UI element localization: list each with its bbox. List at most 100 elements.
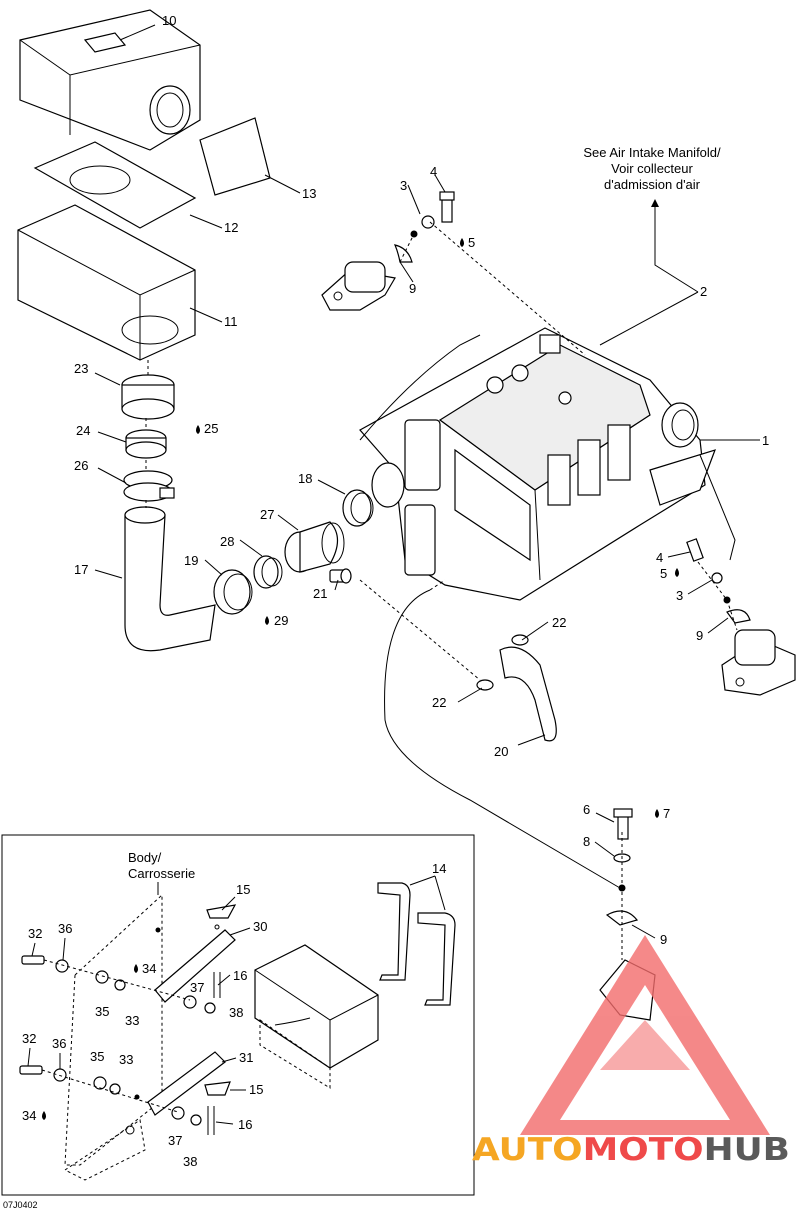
bullet-dot-icon (155, 927, 161, 933)
air-intake-note-line-3: d'admission d'air (604, 177, 701, 192)
callout-8: 8 (583, 834, 590, 849)
body-note-line-2: Carrosserie (128, 866, 195, 881)
drop-icon (134, 964, 138, 973)
coupling-ring (253, 555, 283, 589)
clamp-18 (342, 489, 374, 527)
watermark-text-hub: HUB (704, 1132, 790, 1168)
callout-25: 25 (204, 421, 218, 436)
air-silencer-cover (19, 9, 201, 151)
air-intake-note-line-2: Voir collecteur (611, 161, 693, 176)
callout-9: 9 (409, 281, 416, 296)
callout-37a: 37 (190, 980, 204, 995)
callout-35a: 35 (95, 1004, 109, 1019)
callout-11: 11 (224, 314, 238, 329)
callout-31: 31 (239, 1050, 253, 1065)
intake-hose (124, 506, 216, 652)
callout-13: 13 (302, 186, 316, 201)
callout-18: 18 (298, 471, 312, 486)
callout-32b: 32 (22, 1031, 36, 1046)
inset-bracket-upper (154, 904, 237, 1003)
drop-icon (42, 1111, 46, 1120)
intake-adapter (121, 374, 175, 420)
callout-4: 4 (430, 164, 437, 179)
callout-19: 19 (184, 553, 198, 568)
inset-frame (1, 834, 475, 1196)
callout-33b: 33 (119, 1052, 133, 1067)
watermark-logo (520, 935, 770, 1135)
callout-15b: 15 (249, 1082, 263, 1097)
callout-20: 20 (494, 744, 508, 759)
callout-34b: 34 (22, 1108, 36, 1123)
callout-32a: 32 (28, 926, 42, 941)
dashed-guides (145, 221, 738, 960)
drop-icon (265, 616, 269, 625)
callout-24: 24 (76, 423, 90, 438)
callout-23: 23 (74, 361, 88, 376)
callout-29: 29 (274, 613, 288, 628)
hose-clamp (213, 569, 253, 615)
callout-22b: 22 (432, 695, 446, 710)
air-silencer-gasket (33, 141, 197, 229)
drop-icon (655, 809, 659, 818)
callout-5b: 5 (660, 566, 667, 581)
bullet-dot-icon (134, 1094, 140, 1100)
callout-16b: 16 (238, 1117, 252, 1132)
callout-37b: 37 (168, 1133, 182, 1148)
callout-12: 12 (224, 220, 238, 235)
air-silencer-base (17, 204, 196, 361)
body-note: Body/ Carrosserie (128, 850, 195, 895)
callout-36b: 36 (52, 1036, 66, 1051)
callout-7: 7 (663, 806, 670, 821)
air-intake-note-line-1: See Air Intake Manifold/ (583, 145, 721, 160)
fitting (329, 568, 352, 584)
callout-14: 14 (432, 861, 446, 876)
water-hose (476, 634, 557, 742)
intake-ring (125, 429, 167, 459)
drop-icons (42, 238, 679, 1120)
callout-9c: 9 (660, 932, 667, 947)
callout-17: 17 (74, 562, 88, 577)
callout-3: 3 (400, 178, 407, 193)
body-note-line-1: Body/ (128, 850, 162, 865)
callout-27: 27 (260, 507, 274, 522)
callout-36a: 36 (58, 921, 72, 936)
watermark-triangle (520, 935, 770, 1135)
callout-10: 10 (162, 13, 176, 28)
inset-bracket-lower (147, 1051, 231, 1116)
image-code: 07J0402 (3, 1200, 38, 1210)
callout-2: 2 (700, 284, 707, 299)
air-silencer-flap (199, 117, 271, 196)
callout-16a: 16 (233, 968, 247, 983)
callout-33a: 33 (125, 1013, 139, 1028)
drop-icon (460, 238, 464, 247)
callout-30: 30 (253, 919, 267, 934)
callout-38a: 38 (229, 1005, 243, 1020)
callout-1: 1 (762, 433, 769, 448)
intake-clamp (123, 470, 175, 502)
inset-straps (377, 882, 456, 1006)
watermark-text-moto: MOTO (583, 1132, 704, 1168)
leader-lines (94, 24, 760, 939)
callout-3b: 3 (676, 588, 683, 603)
engine-mount-right (686, 538, 796, 696)
inset-body-panel (64, 893, 163, 1181)
throttle-coupler (284, 521, 345, 573)
callout-9b: 9 (696, 628, 703, 643)
callout-22a: 22 (552, 615, 566, 630)
inset-box (254, 944, 379, 1089)
callouts: 1 2 3 4 5 9 10 13 12 11 23 24 25 26 17 1… (22, 13, 769, 1169)
callout-5: 5 (468, 235, 475, 250)
inset-hardware (19, 927, 221, 1135)
callout-26: 26 (74, 458, 88, 473)
callout-34a: 34 (142, 961, 156, 976)
drop-icon (675, 568, 679, 577)
callout-15a: 15 (236, 882, 250, 897)
inset-leader-lines (27, 875, 446, 1125)
callout-35b: 35 (90, 1049, 104, 1064)
air-intake-note: See Air Intake Manifold/ Voir collecteur… (583, 145, 721, 192)
engine-mount-top (321, 191, 455, 311)
callout-28: 28 (220, 534, 234, 549)
watermark-text-auto: AUTO (472, 1132, 583, 1168)
